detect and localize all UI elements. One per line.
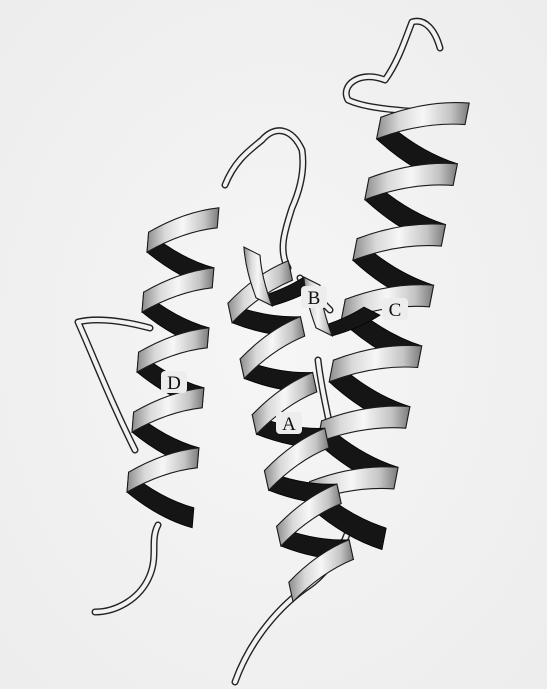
helix-label-c: C	[382, 298, 408, 321]
helix-label-a: A	[276, 412, 302, 435]
helix-label-c-text: C	[389, 300, 402, 321]
helix-label-d: D	[161, 371, 187, 394]
helix-label-b-text: B	[308, 288, 321, 309]
helix-label-b: B	[301, 286, 327, 309]
helix-label-d-text: D	[167, 373, 181, 394]
helix-label-a-text: A	[282, 414, 296, 435]
